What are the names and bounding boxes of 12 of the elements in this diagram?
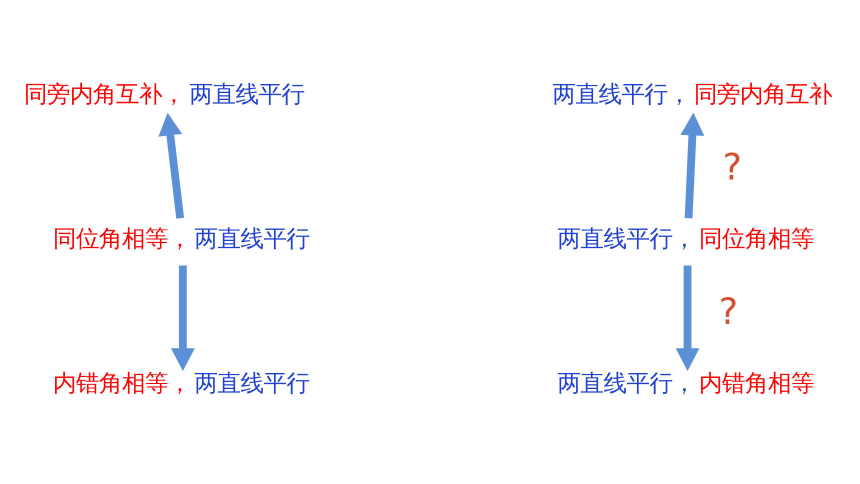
edge-label: ?	[718, 290, 738, 333]
node-text: 同旁内角互补， 两直线平行	[24, 80, 304, 108]
node-text: 同位角相等，两直线平行	[52, 224, 310, 252]
edge-label: ?	[722, 145, 742, 188]
arrow	[676, 265, 700, 372]
node-text: 内错角相等，两直线平行	[52, 368, 310, 397]
node-text: 两直线平行，同旁内角互补	[552, 80, 832, 108]
node-text: 两直线平行，同位角相等	[557, 224, 814, 252]
arrow	[680, 112, 704, 218]
node-text: 两直线平行，内错角相等	[557, 368, 814, 397]
arrow	[158, 112, 184, 219]
arrow	[170, 265, 195, 372]
